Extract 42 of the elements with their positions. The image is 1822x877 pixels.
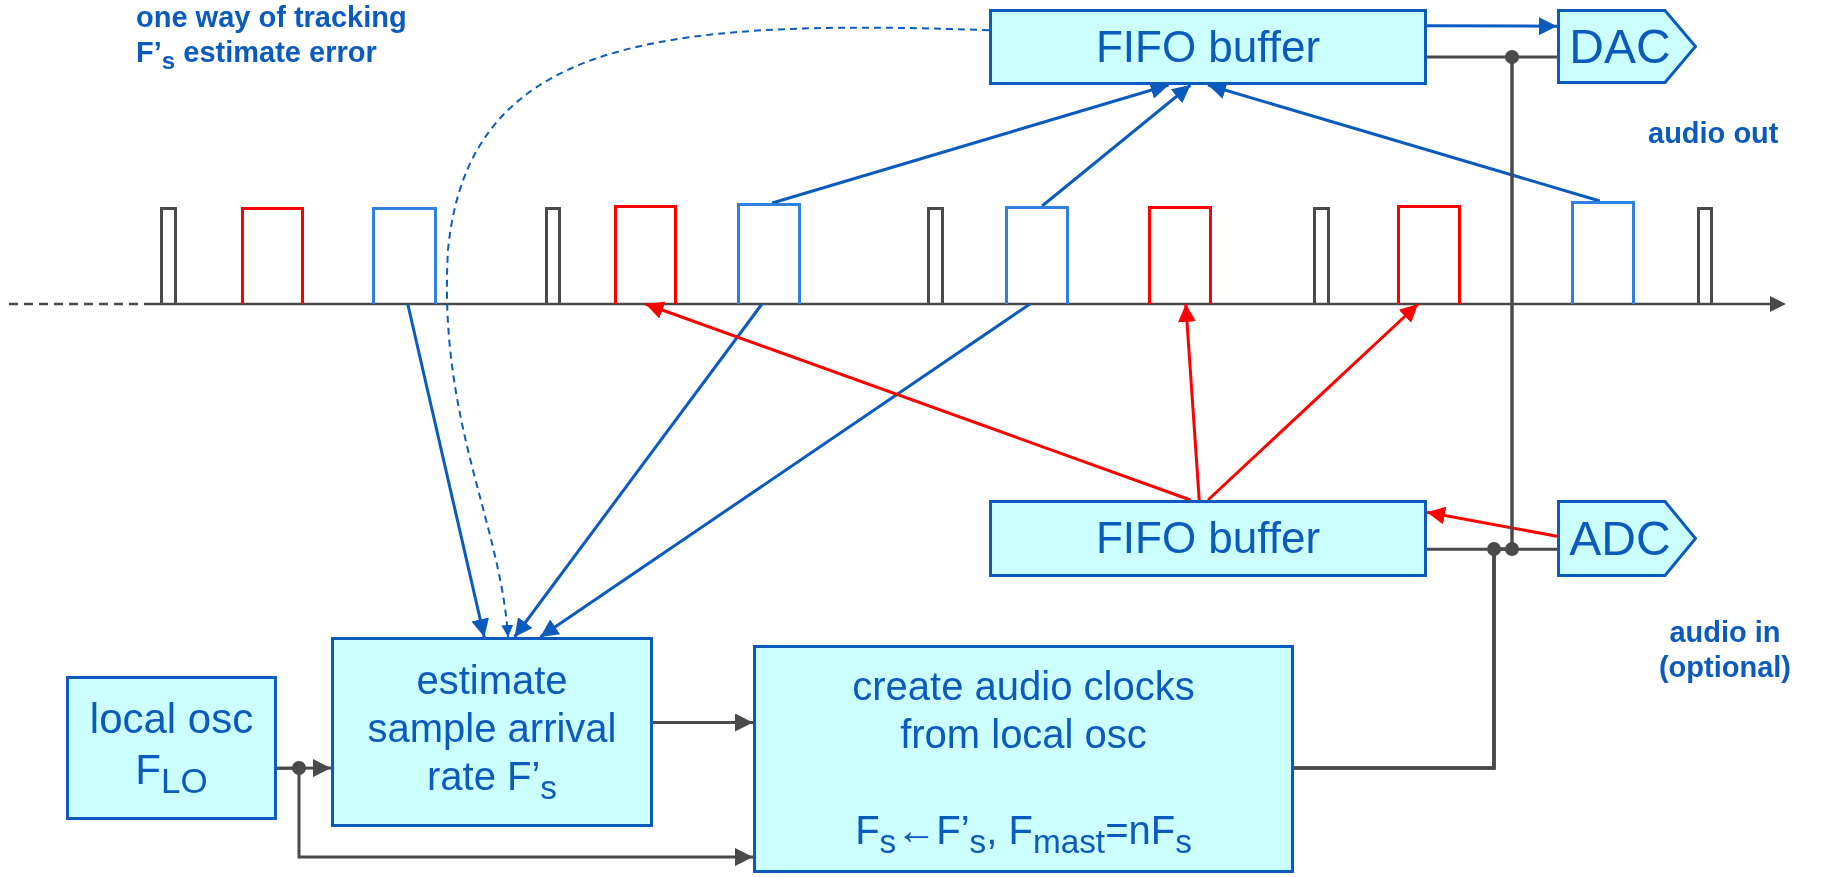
pulse-mark bbox=[1697, 207, 1713, 304]
pulse-mark bbox=[160, 207, 177, 304]
pulse-mark bbox=[241, 207, 304, 304]
connector-line bbox=[1294, 547, 1557, 770]
pulse-mark bbox=[1005, 206, 1069, 304]
arrow bbox=[1041, 83, 1192, 208]
pulse-mark bbox=[1571, 201, 1635, 304]
box-label: FIFO buffer bbox=[1095, 20, 1321, 73]
arrow bbox=[445, 26, 990, 638]
pulse-mark bbox=[1313, 207, 1330, 304]
arrow bbox=[1178, 303, 1201, 501]
arrow bbox=[645, 301, 1191, 502]
arrow bbox=[653, 713, 753, 732]
box-label: FIFO buffer bbox=[1095, 512, 1321, 565]
arrow bbox=[539, 302, 1031, 639]
annotation-text: one way of tracking F’$_{s}$ estimate error bbox=[136, 0, 408, 75]
box-label: local osc F$_{LO}$ bbox=[88, 694, 255, 802]
converter-tag: ADC bbox=[1557, 500, 1697, 577]
annotation-text: audio in (optional) bbox=[1657, 615, 1793, 685]
arrow bbox=[1426, 506, 1558, 538]
clock-generator-box bbox=[753, 645, 1294, 873]
pulse-mark bbox=[737, 203, 801, 304]
converter-tag: DAC bbox=[1557, 9, 1697, 84]
annotation-text: audio out bbox=[1648, 116, 1780, 151]
pulse-mark bbox=[614, 205, 677, 304]
estimator-box bbox=[331, 637, 653, 827]
pulse-mark bbox=[927, 207, 944, 304]
arrow bbox=[1427, 17, 1557, 36]
box-label: estimate sample arrival rate F’$_{s}$ bbox=[366, 657, 618, 808]
pulse-mark bbox=[1148, 206, 1212, 304]
pulse-mark bbox=[545, 207, 561, 304]
buffer-box bbox=[989, 9, 1427, 85]
buffer-box bbox=[989, 500, 1427, 577]
arrow bbox=[513, 303, 764, 638]
arrow bbox=[1206, 302, 1420, 502]
arrow bbox=[406, 303, 489, 638]
arrow bbox=[277, 766, 753, 867]
box-label: create audio clocks from local osc bbox=[851, 663, 1196, 758]
pulse-mark bbox=[372, 207, 437, 304]
pulse-mark bbox=[1397, 205, 1461, 304]
oscillator-box bbox=[66, 676, 277, 820]
formula-text: F$_{s}$←F’$_{s}$, F$_{mast}$=nF$_{s}$ bbox=[855, 807, 1192, 862]
